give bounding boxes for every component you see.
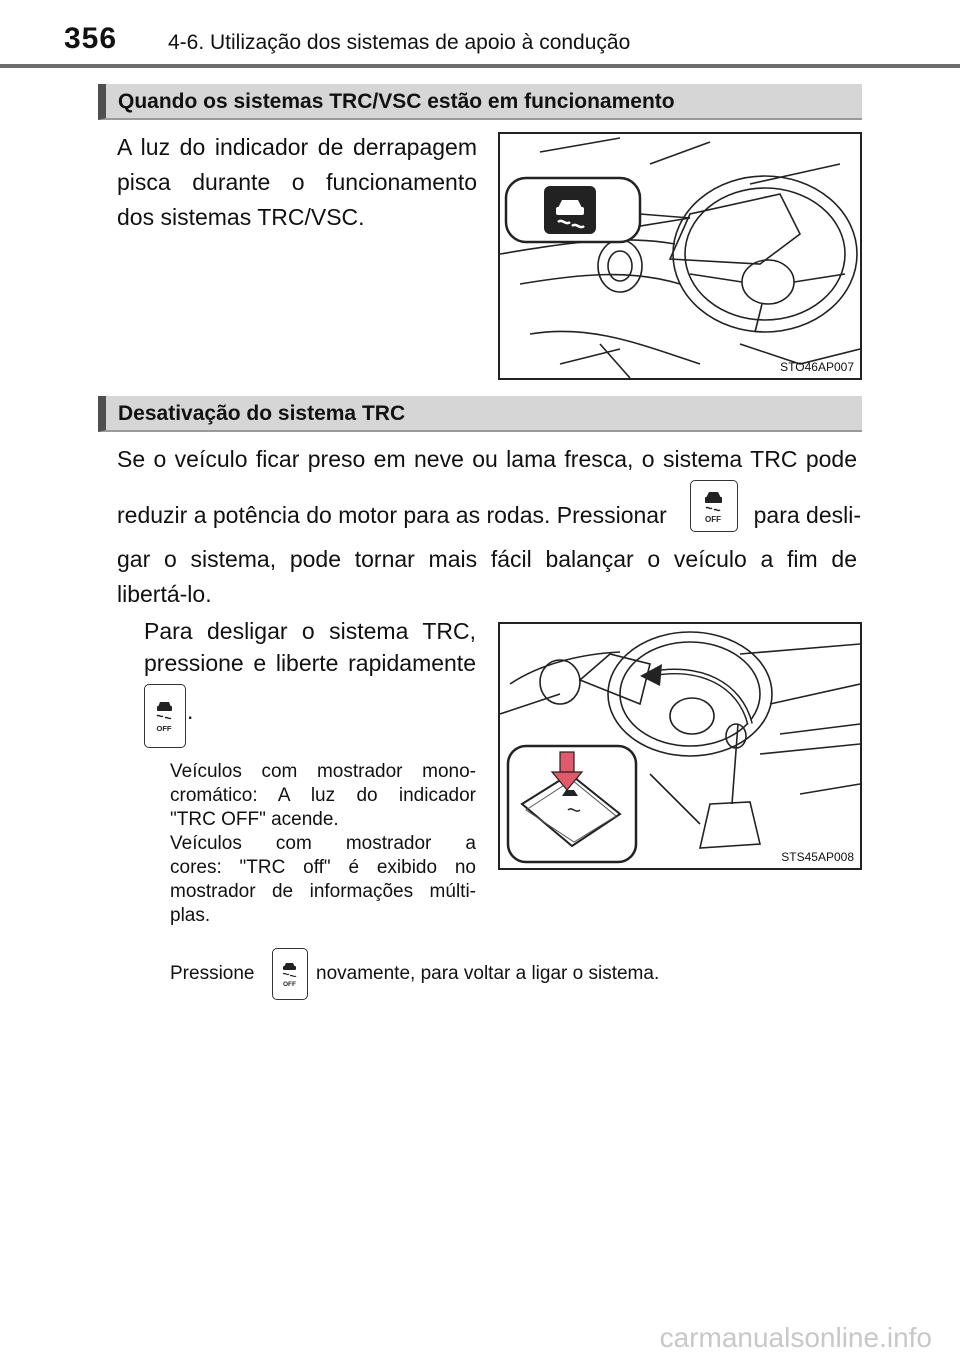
figure-code: STO46AP007 [780, 360, 854, 374]
step-line: pressione e liberte rapidamente [144, 650, 476, 676]
trc-off-button-icon: OFF [144, 684, 186, 748]
text-line: dos sistemas TRC/VSC. [117, 204, 365, 230]
text-line: A luz do indicador de derrapagem [117, 134, 477, 160]
dashboard-illustration [500, 137, 860, 378]
console-figure: STS45AP008 [498, 622, 862, 870]
note-line: mostrador de informações múlti- [170, 881, 476, 902]
trc-off-button-icon: OFF [690, 480, 738, 532]
note-line: "TRC OFF" acende. [170, 809, 339, 830]
off-label: OFF [157, 724, 172, 733]
note-line: Veículos com mostrador a [170, 833, 476, 854]
dashboard-figure: STO46AP007 [498, 132, 862, 380]
page-number: 356 [64, 22, 118, 55]
section-heading-text: Desativação do sistema TRC [118, 402, 406, 425]
off-label: OFF [705, 515, 721, 524]
note-paragraph: Veículos com mostrador mono- cromático: … [170, 760, 476, 928]
chapter-title: 4-6. Utilização dos sistemas de apoio à … [168, 31, 631, 54]
trc-off-button-icon: OFF [272, 948, 308, 1000]
watermark: carmanualsonline.info [659, 1322, 932, 1353]
text-line: pisca durante o funcionamento [117, 169, 477, 195]
section-heading-trc-off: Desativação do sistema TRC [98, 396, 862, 432]
note-line: cromático: A luz do indicador [170, 785, 476, 806]
off-label: OFF [283, 981, 296, 988]
final-text-a: Pressione [170, 963, 255, 984]
slip-indicator-icon [544, 186, 596, 234]
note-line: plas. [170, 905, 211, 926]
figure-code: STS45AP008 [781, 850, 854, 864]
intro-line: para desli- [753, 502, 861, 528]
note-line: Veículos com mostrador mono- [170, 761, 476, 782]
section-heading-text: Quando os sistemas TRC/VSC estão em func… [118, 90, 675, 113]
final-text-b: novamente, para voltar a ligar o sistema… [316, 963, 660, 984]
header-rule [0, 64, 960, 68]
console-illustration [500, 631, 860, 864]
intro-line: gar o sistema, pode tornar mais fácil ba… [117, 546, 857, 572]
note-line: cores: "TRC off" é exibido no [170, 857, 476, 878]
page-header: 356 4-6. Utilização dos sistemas de apoi… [0, 0, 960, 70]
intro-line: reduzir a potência do motor para as roda… [117, 502, 667, 528]
step-suffix: . [187, 698, 194, 724]
section1-paragraph: A luz do indicador de derrapagem pisca d… [117, 130, 477, 235]
intro-line: Se o veículo ficar preso em neve ou lama… [117, 446, 857, 472]
step-line: Para desligar o sistema TRC, [144, 618, 476, 644]
intro-line: libertá-lo. [117, 581, 212, 607]
section-heading-trc-vsc: Quando os sistemas TRC/VSC estão em func… [98, 84, 862, 120]
